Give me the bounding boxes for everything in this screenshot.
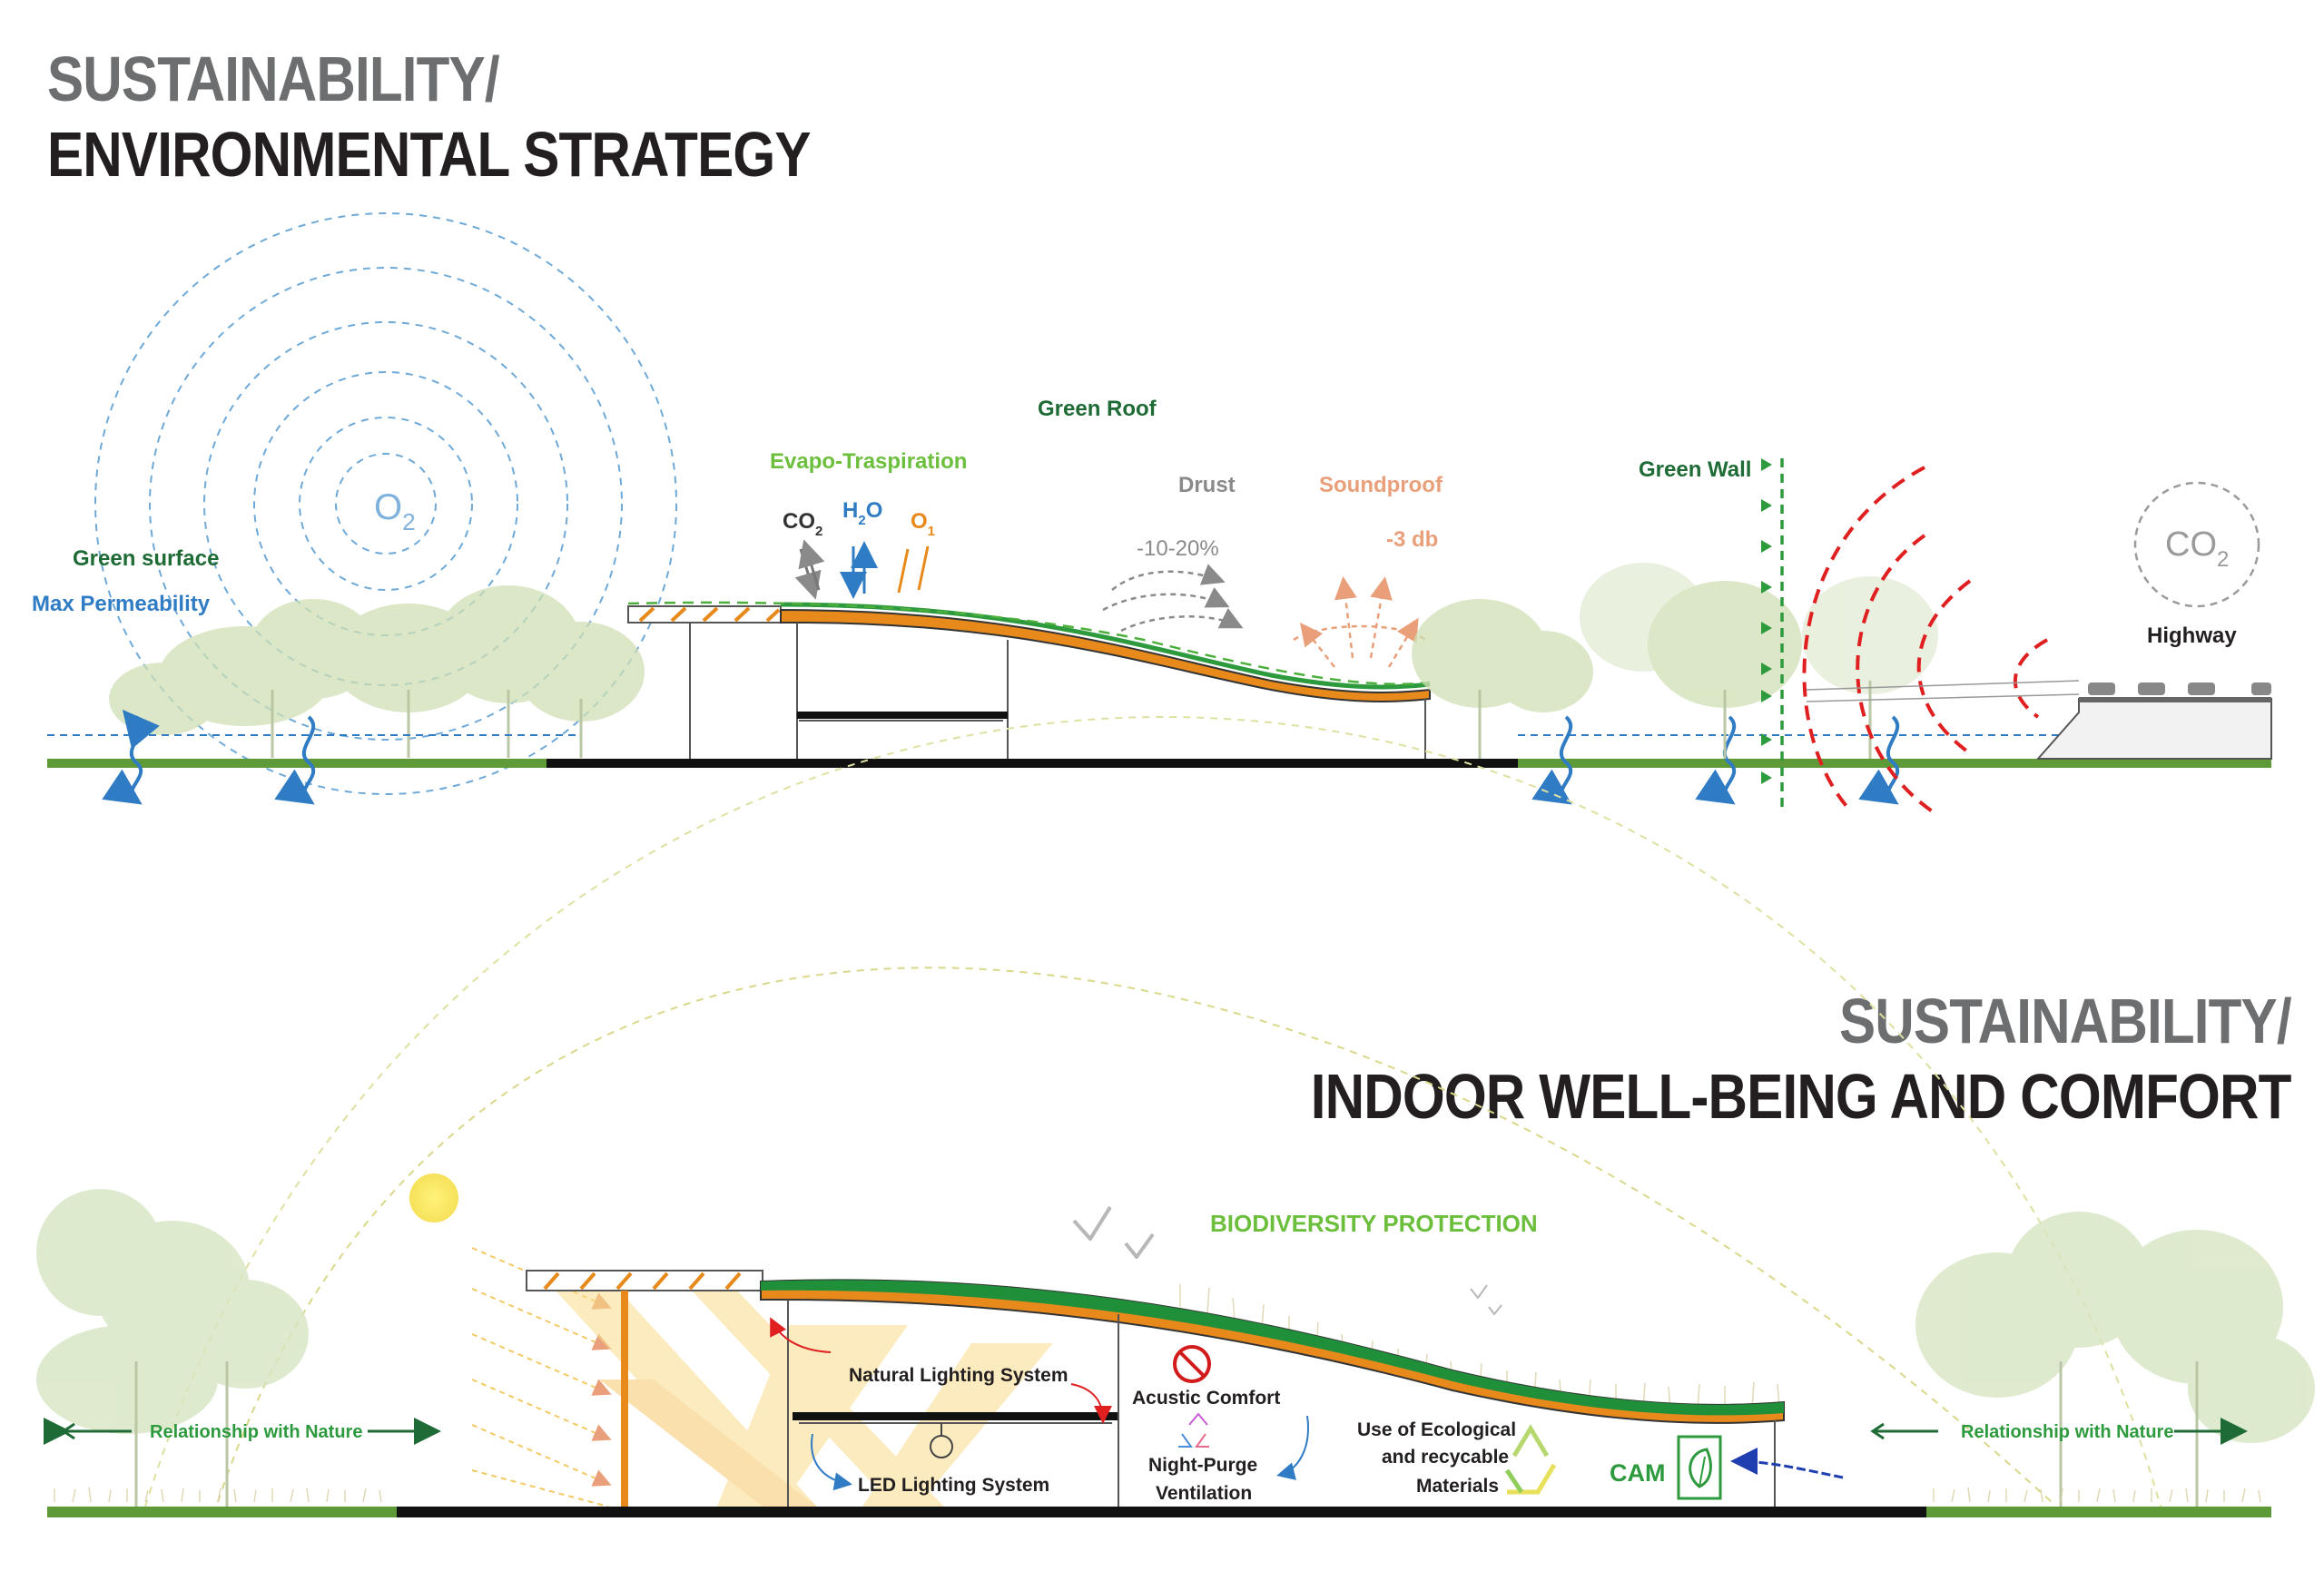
o1-label: O1 xyxy=(911,509,935,539)
ground-green-right-bottom xyxy=(1926,1507,2271,1517)
building-bottom xyxy=(526,1270,1785,1507)
trees-right-bottom xyxy=(1915,1212,2315,1443)
drust-value: -10-20% xyxy=(1137,536,1219,561)
tree-trunks-left-bottom xyxy=(134,1361,229,1507)
night-purge-label-1: Night-Purge xyxy=(1148,1455,1257,1476)
acustic-comfort-label: Acustic Comfort xyxy=(1132,1388,1280,1409)
o2-label: O2 xyxy=(374,487,416,535)
highway-noise-arcs xyxy=(1802,466,2048,814)
green-roof-label: Green Roof xyxy=(1038,397,1157,421)
highway-road xyxy=(1806,680,2272,760)
nature-arrow-right xyxy=(1870,1418,2248,1445)
bottom-title-line1: SUSTAINABILITY/ xyxy=(1839,986,2292,1056)
top-title-line2: ENVIRONMENTAL STRATEGY xyxy=(47,119,811,190)
cam-arrow xyxy=(1730,1448,1844,1479)
birds-icon xyxy=(1072,1205,1502,1315)
natural-lighting-arrow-right xyxy=(1070,1383,1112,1424)
nature-arrow-left xyxy=(44,1418,441,1445)
ground-black-top xyxy=(547,759,1518,768)
nature-label-left: Relationship with Nature xyxy=(150,1422,362,1442)
max-permeability-label: Max Permeability xyxy=(32,592,211,616)
nature-label-right: Relationship with Nature xyxy=(1961,1422,2173,1442)
h2o-label: H2O xyxy=(842,498,882,528)
night-purge-arrow xyxy=(1276,1415,1309,1480)
recycle-icon xyxy=(1504,1424,1557,1495)
exchange-arrows xyxy=(794,539,930,600)
ground-black-bottom xyxy=(397,1507,1926,1517)
tree-trunks-right-bottom xyxy=(2059,1361,2199,1507)
building-top xyxy=(627,601,1431,759)
soundproof-arrows xyxy=(1293,576,1426,668)
tree-trunks-left-top xyxy=(271,690,583,758)
bottom-title-line2: INDOOR WELL-BEING AND COMFORT xyxy=(1311,1061,2292,1132)
co2-roof-label: CO2 xyxy=(783,509,822,539)
biodiversity-label: BIODIVERSITY PROTECTION xyxy=(1210,1210,1538,1237)
tree-trunks-right-top xyxy=(1478,681,1872,759)
green-wall-markers xyxy=(1761,458,1772,784)
no-noise-icon xyxy=(1173,1345,1211,1383)
leaf-icon xyxy=(1677,1435,1722,1500)
sun-path-arc xyxy=(217,967,2053,1503)
led-lighting-label: LED Lighting System xyxy=(858,1475,1049,1496)
highway-label: Highway xyxy=(2147,623,2237,648)
daylight-beams xyxy=(554,1289,1053,1507)
soundproof-label: Soundproof xyxy=(1319,473,1443,497)
ecological-label-2: and recycable xyxy=(1382,1447,1509,1468)
permeability-arrows xyxy=(102,709,1900,805)
top-title-line1: SUSTAINABILITY/ xyxy=(47,44,500,114)
o2-emission-circles xyxy=(94,212,677,795)
drust-label: Drust xyxy=(1178,473,1236,497)
recycle-air-icon xyxy=(1178,1412,1209,1448)
soundproof-value: -3 db xyxy=(1386,527,1438,552)
svg-text:CO2: CO2 xyxy=(2165,525,2229,572)
green-wall-label: Green Wall xyxy=(1639,457,1751,482)
sun-icon xyxy=(409,1173,458,1222)
ecological-label-3: Materials xyxy=(1416,1476,1499,1497)
trees-right-top xyxy=(1412,563,1938,712)
ground-green-left-top xyxy=(47,759,547,768)
ecological-label-1: Use of Ecological xyxy=(1357,1419,1516,1440)
cam-label: CAM xyxy=(1610,1459,1666,1487)
evapo-label: Evapo-Traspiration xyxy=(770,449,967,474)
trees-left-bottom xyxy=(36,1189,309,1434)
led-bulb-icon xyxy=(930,1423,953,1458)
green-surface-label: Green surface xyxy=(73,546,219,571)
natural-lighting-arrow-left xyxy=(770,1317,832,1353)
sun-path-arc-outer xyxy=(144,716,2162,1507)
dust-flow-arrows xyxy=(1102,564,1244,633)
led-arrow xyxy=(811,1433,852,1491)
ground-green-left-bottom xyxy=(47,1507,397,1517)
highway-co2-circle: CO2 xyxy=(2133,481,2260,608)
night-purge-label-2: Ventilation xyxy=(1156,1483,1252,1504)
natural-lighting-label: Natural Lighting System xyxy=(849,1365,1068,1386)
